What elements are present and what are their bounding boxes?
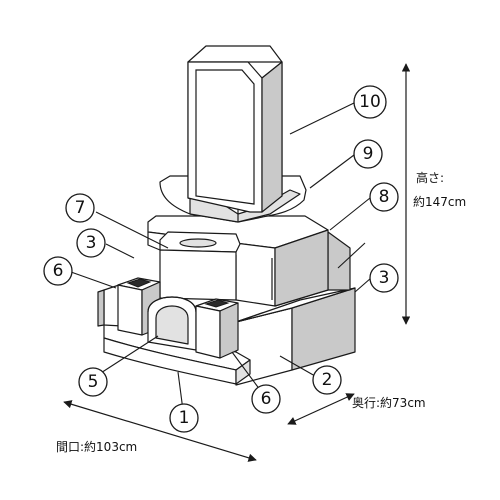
label-8: 8 bbox=[369, 182, 399, 212]
label-10: 10 bbox=[353, 85, 387, 119]
label-7: 7 bbox=[65, 193, 95, 223]
label-9: 9 bbox=[353, 139, 383, 169]
label-8-text: 8 bbox=[379, 187, 390, 207]
height-label: 高さ: bbox=[416, 170, 444, 185]
label-10-text: 10 bbox=[359, 92, 381, 112]
right-post bbox=[195, 298, 239, 359]
label-2: 2 bbox=[312, 365, 342, 395]
label-2-text: 2 bbox=[322, 370, 333, 390]
water-arch bbox=[147, 296, 197, 351]
label-3-right: 3 bbox=[369, 263, 399, 293]
label-6-right-text: 6 bbox=[261, 389, 272, 409]
label-5: 5 bbox=[78, 367, 108, 397]
label-3-left-text: 3 bbox=[86, 233, 97, 253]
incense-box bbox=[159, 231, 241, 301]
label-3-right-text: 3 bbox=[379, 268, 390, 288]
height-value: 約147cm bbox=[413, 194, 466, 209]
label-9-text: 9 bbox=[363, 144, 374, 164]
label-1: 1 bbox=[169, 403, 199, 433]
label-6-right: 6 bbox=[251, 384, 281, 414]
label-5-text: 5 bbox=[88, 372, 99, 392]
depth-label: 奥行:約73cm bbox=[352, 395, 426, 410]
main-stone bbox=[187, 45, 283, 213]
label-7-text: 7 bbox=[75, 198, 86, 218]
label-6-left: 6 bbox=[43, 256, 73, 286]
label-6-left-text: 6 bbox=[53, 261, 64, 281]
label-1-text: 1 bbox=[179, 408, 190, 428]
width-arrow bbox=[63, 400, 257, 462]
leader-lines bbox=[70, 102, 372, 419]
label-3-left: 3 bbox=[76, 228, 106, 258]
depth-arrow bbox=[287, 393, 355, 425]
width-label: 間口:約103cm bbox=[56, 439, 137, 454]
